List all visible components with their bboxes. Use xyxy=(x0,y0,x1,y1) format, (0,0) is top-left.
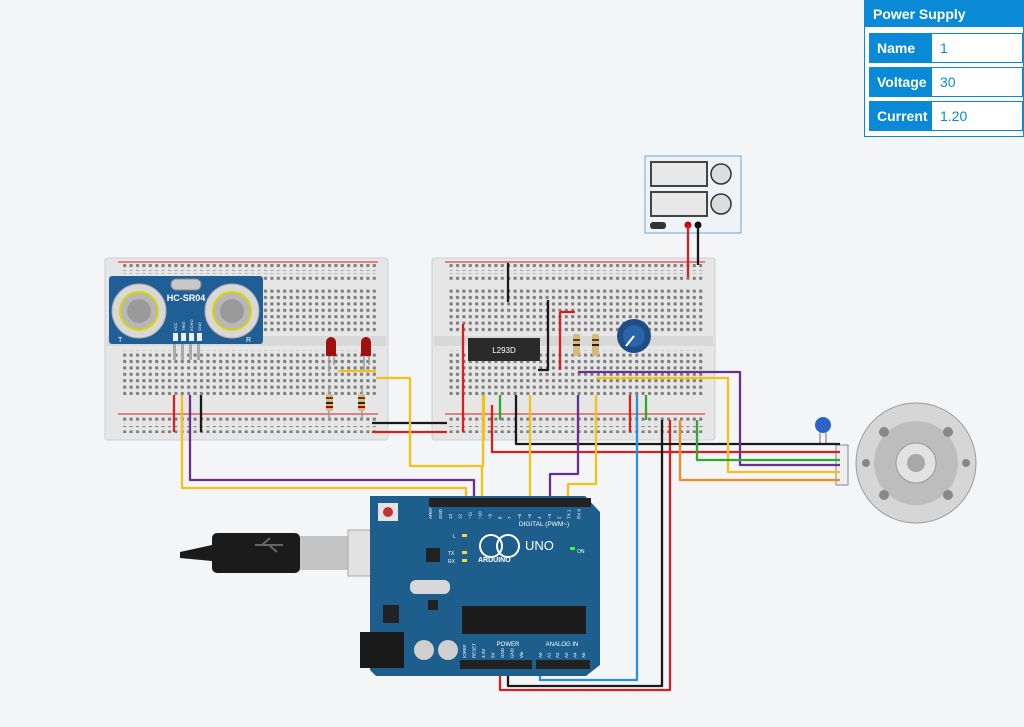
sensor-t-label: T xyxy=(118,337,123,344)
led-1[interactable] xyxy=(326,337,336,372)
digital-pin-label: 2 xyxy=(557,516,562,519)
led-2[interactable] xyxy=(361,337,371,372)
digital-pin-label: TX 1 xyxy=(567,509,572,519)
resistor-4[interactable] xyxy=(592,334,599,356)
power-pin-label: 3.3V xyxy=(481,649,486,658)
power-pin-label: IOREF xyxy=(462,644,467,658)
digital-pin-label: 4 xyxy=(537,516,542,519)
power-header-label: POWER xyxy=(497,642,520,648)
digital-pin-label: ~6 xyxy=(517,513,522,519)
power-pin-label: RESET xyxy=(472,643,477,658)
analog-pin-label: A4 xyxy=(572,652,577,658)
digital-pin-label: ~3 xyxy=(547,513,552,519)
power-pin-label: GND xyxy=(510,647,515,658)
digital-pin-label: 13 xyxy=(448,513,453,519)
on-label: ON xyxy=(577,549,585,555)
digital-pin-label: 8 xyxy=(497,516,502,519)
arduino-uno[interactable]: DIGITAL (PWM~) L TX RX ON ARDUINO UNO PO… xyxy=(360,496,600,676)
digital-pin-label: AREF xyxy=(428,507,433,519)
analog-pin-label: A1 xyxy=(547,652,552,658)
arduino-brand: ARDUINO xyxy=(478,557,511,564)
sensor-pin-label: ECHO xyxy=(189,319,194,331)
name-row: Name 1 xyxy=(869,33,1023,63)
sensor-label: HC-SR04 xyxy=(167,293,206,303)
power-pin-label: GND xyxy=(500,647,505,658)
ultrasonic-sensor[interactable]: HC-SR04 T R xyxy=(109,276,263,360)
digital-pin-label: 12 xyxy=(458,513,463,519)
resistor-1[interactable] xyxy=(326,385,333,420)
power-supply-device[interactable] xyxy=(644,155,742,234)
current-label: Current xyxy=(870,102,932,130)
resistor-3[interactable] xyxy=(573,334,580,356)
arduino-model: UNO xyxy=(525,538,554,553)
digital-pin-label: ~9 xyxy=(487,513,492,519)
digital-pin-label: 7 xyxy=(507,516,512,519)
sensor-r-label: R xyxy=(246,337,251,344)
power-pin-label: 5V xyxy=(491,652,496,658)
sensor-pin-label: VCC xyxy=(173,322,178,331)
panel-title: Power Supply xyxy=(865,1,1023,27)
digital-header-label: DIGITAL (PWM~) xyxy=(519,521,569,528)
digital-pin-label: ~5 xyxy=(527,513,532,519)
current-row: Current 1.20 xyxy=(869,101,1023,131)
voltage-row: Voltage 30 xyxy=(869,67,1023,97)
potentiometer[interactable] xyxy=(617,319,651,353)
resistor-2[interactable] xyxy=(358,385,365,420)
analog-header-label: ANALOG IN xyxy=(546,642,579,648)
analog-pin-label: A0 xyxy=(538,652,543,658)
voltage-field[interactable]: 30 xyxy=(940,74,956,90)
l-label: L xyxy=(453,534,456,540)
dc-motor[interactable] xyxy=(835,402,977,524)
digital-pin-label: RX 0 xyxy=(577,508,582,519)
sensor-pin-label: TRIG xyxy=(181,321,186,331)
power-pin-label: Vin xyxy=(519,651,524,658)
tx-label: TX xyxy=(448,551,455,557)
current-field[interactable]: 1.20 xyxy=(940,108,968,124)
chip-label: L293D xyxy=(492,346,516,355)
power-supply-properties-panel: Power Supply Name 1 Voltage 30 Current 1… xyxy=(864,0,1024,137)
l293d-chip[interactable]: L293D xyxy=(468,338,540,361)
analog-pin-label: A5 xyxy=(581,652,586,658)
sensor-pin-label: GND xyxy=(197,322,202,331)
digital-pin-label: ~11 xyxy=(468,511,473,519)
rx-label: RX xyxy=(448,559,456,565)
name-field[interactable]: 1 xyxy=(940,40,948,56)
analog-pin-label: A2 xyxy=(555,652,560,658)
digital-pin-label: GND xyxy=(438,508,443,519)
voltage-label: Voltage xyxy=(870,68,932,96)
digital-pin-label: ~10 xyxy=(478,511,483,519)
name-label: Name xyxy=(870,34,932,62)
capacitor[interactable] xyxy=(815,417,831,445)
analog-pin-label: A3 xyxy=(564,652,569,658)
wires[interactable] xyxy=(172,225,840,692)
